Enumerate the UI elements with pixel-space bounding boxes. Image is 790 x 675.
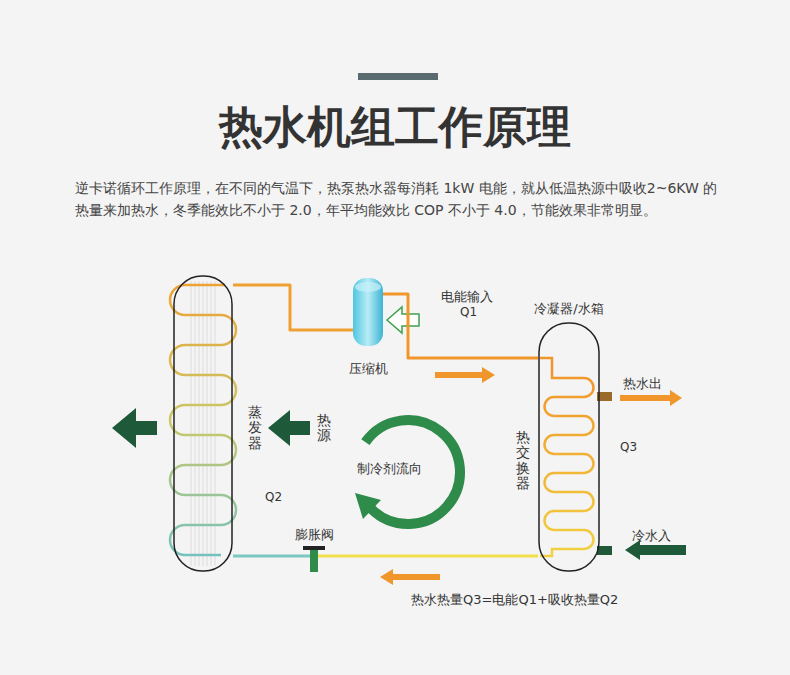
title-bar <box>358 73 438 80</box>
fin <box>215 281 216 566</box>
fin <box>207 281 208 566</box>
evaporator: 蒸发器 <box>173 275 233 572</box>
power-input-arrow <box>387 307 419 333</box>
air-out-arrow <box>112 408 157 448</box>
formula: 热水热量Q3=电能Q1+吸收热量Q2 <box>411 591 618 609</box>
expansion-valve: 膨胀阀 <box>290 526 338 572</box>
compressor-body <box>353 278 383 346</box>
pipe-connector <box>233 555 290 558</box>
hot-water-label: 热水出 <box>623 375 662 393</box>
pipe-connector <box>233 285 353 330</box>
condenser-tank: 冷凝器/水箱热交换器 <box>538 322 600 572</box>
compressor-outline <box>353 278 383 346</box>
flow-arrow <box>380 569 440 585</box>
flow-label: 制冷剂流向 <box>357 460 422 478</box>
fin <box>199 281 200 566</box>
compressor: 压缩机 <box>353 278 383 346</box>
evaporator-label: 蒸发器 <box>248 405 262 451</box>
valve-stem <box>310 548 318 572</box>
heat-source-label: 热源 <box>317 413 331 444</box>
title: 热水机组工作原理 <box>0 98 790 157</box>
hot-water-arrow <box>620 390 682 406</box>
description: 逆卡诺循环工作原理，在不同的气温下，热泵热水器每消耗 1kW 电能，就从低温热源… <box>75 177 725 221</box>
evaporator-shell <box>174 276 232 571</box>
heat-source-arrow <box>268 410 310 446</box>
condenser-tank-outline <box>538 322 600 572</box>
compressor-label: 压缩机 <box>349 360 388 378</box>
tank-label: 冷凝器/水箱 <box>534 300 603 318</box>
cold-water-label: 冷水入 <box>632 527 671 545</box>
callout-number: Q1 <box>460 305 477 319</box>
pipe <box>290 555 313 558</box>
pipe-connector <box>338 555 538 558</box>
fin <box>211 281 212 566</box>
evaporator-outline <box>173 275 233 572</box>
valve-bar <box>303 546 325 550</box>
callout-number: Q3 <box>620 440 637 454</box>
coil <box>540 358 594 556</box>
power-label: 电能输入 <box>441 288 493 306</box>
valve-label: 膨胀阀 <box>295 526 334 544</box>
fin <box>203 281 204 566</box>
coil <box>170 285 236 555</box>
heat-exchanger-label: 热交换器 <box>516 430 530 492</box>
flow-arrow <box>435 367 495 383</box>
flow-direction-head <box>355 493 381 519</box>
fin <box>195 281 196 566</box>
fin <box>191 281 192 566</box>
callout-number: Q2 <box>265 490 282 504</box>
tank-shell <box>539 323 599 571</box>
compressor-top <box>355 282 381 292</box>
